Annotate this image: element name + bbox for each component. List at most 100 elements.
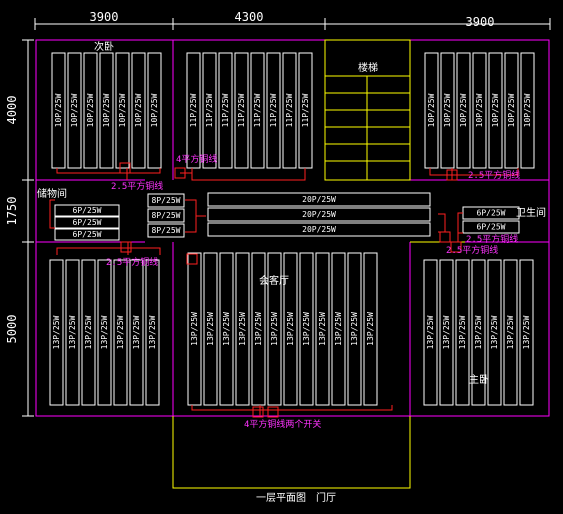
fixture-label: 13P/25W	[222, 312, 231, 346]
light-fixture	[147, 208, 185, 223]
fixture-label: 13P/25W	[132, 315, 141, 349]
wire-label-bottom: 4平方铜线两个开关	[244, 418, 321, 430]
fixture-label: 8P/25W	[152, 211, 181, 220]
dim-left-1: 4000	[5, 96, 19, 125]
light-fixture	[472, 52, 487, 169]
light-fixture	[456, 52, 471, 169]
fixture-label: 13P/25W	[52, 315, 61, 349]
fixture-label: 13P/25W	[350, 312, 359, 346]
fixtures-secondary-bedroom: 10P/25W 10P/25W 10P/25W 10P/25W 10P/25W 10P/2…	[51, 52, 162, 169]
wire-label-bottom-left: 2.5平方铜线	[106, 256, 158, 268]
fixtures-corridor-small: 8P/25W 8P/25W 8P/25W	[147, 193, 185, 238]
fixture-label: 8P/25W	[152, 196, 181, 205]
fixture-label: 6P/25W	[477, 209, 506, 218]
fixture-label: 10P/25W	[150, 93, 159, 127]
fixture-label: 6P/25W	[73, 230, 102, 239]
light-fixture	[283, 252, 298, 406]
wire-label-right-2: 2.5平方铜线	[446, 244, 498, 256]
light-fixture	[65, 259, 80, 406]
fixture-label: 11P/25W	[237, 93, 246, 127]
light-fixture	[147, 52, 162, 169]
wiring	[49, 162, 519, 418]
room-label-living-room: 会客厅	[259, 274, 289, 287]
light-fixture	[234, 52, 249, 169]
fixture-label: 10P/25W	[102, 93, 111, 127]
light-fixture	[99, 52, 114, 169]
light-fixture	[363, 252, 378, 406]
light-fixture	[147, 223, 185, 238]
fixture-label: 10P/25W	[475, 93, 484, 127]
light-fixture	[186, 52, 201, 169]
light-fixture	[54, 228, 120, 241]
fixture-label: 13P/25W	[458, 315, 467, 349]
fixture-label: 10P/25W	[134, 93, 143, 127]
light-fixture	[219, 252, 234, 406]
light-fixture	[250, 52, 265, 169]
fixture-label: 13P/25W	[302, 312, 311, 346]
fixture-label: 10P/25W	[443, 93, 452, 127]
light-fixture	[471, 259, 486, 406]
light-fixture	[187, 252, 202, 406]
light-fixture	[440, 52, 455, 169]
fixture-label: 11P/25W	[189, 93, 198, 127]
light-fixture	[115, 52, 130, 169]
fixtures-living-room: 13P/25W 13P/25W 13P/25W 13P/25W 13P/25W 13P/2…	[187, 252, 378, 406]
fixture-label: 13P/25W	[116, 315, 125, 349]
light-fixture	[81, 259, 96, 406]
light-fixture	[83, 52, 98, 169]
fixture-label: 13P/25W	[68, 315, 77, 349]
wire-label-top-left: 2.5平方铜线	[111, 180, 163, 192]
fixture-label: 11P/25W	[221, 93, 230, 127]
light-fixture	[462, 220, 520, 234]
light-fixture	[207, 192, 431, 207]
light-fixture	[266, 52, 281, 169]
fixture-label: 10P/25W	[54, 93, 63, 127]
fixture-label: 10P/25W	[86, 93, 95, 127]
fixture-label: 11P/25W	[253, 93, 262, 127]
fixture-label: 10P/25W	[70, 93, 79, 127]
light-fixture	[439, 259, 454, 406]
light-fixture	[147, 193, 185, 208]
light-fixture	[203, 252, 218, 406]
dim-top-1: 3900	[90, 10, 119, 24]
room-label-master-bedroom: 主卧	[469, 373, 489, 386]
light-fixture	[67, 52, 82, 169]
room-label-secondary-bedroom: 次卧	[94, 40, 114, 53]
light-fixture	[207, 222, 431, 237]
dim-left-2: 1750	[5, 197, 19, 226]
wire-label-top-right: 2.5平方铜线	[468, 169, 520, 181]
fixture-label: 10P/25W	[459, 93, 468, 127]
dim-left-3: 5000	[5, 315, 19, 344]
fixture-label: 13P/25W	[318, 312, 327, 346]
wire-label-right-1: 2.5平方铜线	[466, 233, 518, 245]
light-fixture	[54, 216, 120, 229]
room-label-storage: 储物间	[37, 187, 67, 200]
fixture-label: 11P/25W	[269, 93, 278, 127]
room-label-bathroom: 卫生间	[516, 206, 546, 219]
light-fixture	[424, 52, 439, 169]
fixture-label: 13P/25W	[490, 315, 499, 349]
dim-top-2: 4300	[235, 10, 264, 24]
fixture-label: 13P/25W	[148, 315, 157, 349]
fixture-label: 13P/25W	[270, 312, 279, 346]
light-fixture	[347, 252, 362, 406]
stairs	[324, 39, 411, 181]
light-fixture	[218, 52, 233, 169]
fixture-label: 20P/25W	[302, 210, 336, 219]
light-fixture	[423, 259, 438, 406]
light-fixture	[520, 52, 535, 169]
dim-top-3: 3900	[466, 15, 495, 29]
light-fixture	[299, 252, 314, 406]
fixture-label: 6P/25W	[73, 206, 102, 215]
fixture-label: 8P/25W	[152, 226, 181, 235]
light-fixture	[315, 252, 330, 406]
wire-label-top-middle: 4平方铜线	[176, 153, 217, 165]
light-fixture	[131, 52, 146, 169]
light-fixture	[519, 259, 534, 406]
fixture-label: 13P/25W	[238, 312, 247, 346]
light-fixture	[455, 259, 470, 406]
